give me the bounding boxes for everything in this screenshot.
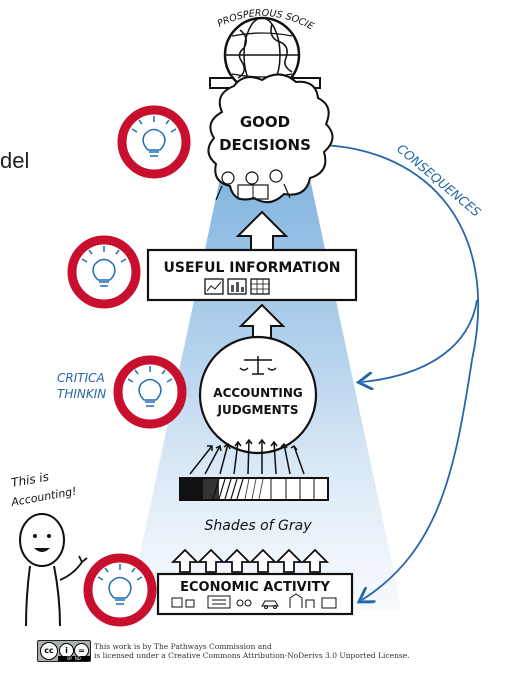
good-label: GOOD: [240, 113, 290, 131]
badge-strip: BY ND: [58, 656, 90, 661]
license-text: This work is by The Pathways Commission …: [94, 642, 410, 660]
consequences-branch-arrow: [362, 299, 478, 382]
lightbulb-icon: [127, 366, 173, 407]
creative-commons-badge[interactable]: cc i = BY ND: [37, 640, 91, 662]
decisions-label: DECISIONS: [219, 136, 311, 154]
shades-of-gray-label: Shades of Gray: [205, 518, 313, 534]
lightbulb-ring-judgments: [113, 355, 187, 429]
lightbulb-ring-information: [67, 235, 141, 309]
thinking-label: THINKIN: [57, 387, 106, 401]
good-decisions-cloud: [207, 73, 334, 204]
accounting-judgments-circle: [198, 335, 318, 455]
lightbulb-icon: [97, 564, 143, 605]
shades-of-gray-bar: [179, 477, 329, 501]
judgments-label: JUDGMENTS: [216, 403, 298, 417]
license-line-1: This work is by The Pathways Commission …: [94, 642, 272, 651]
lightbulb-ring-economic: [83, 553, 157, 627]
consequences-curve: [321, 144, 480, 600]
report-icons: [204, 278, 270, 295]
critical-label: CRITICA: [57, 371, 105, 385]
this-is-label: This is: [10, 470, 50, 490]
lightbulb-icon: [81, 246, 127, 287]
consequences-label: CONSEQUENCES: [394, 141, 484, 220]
lightbulb-ring-decisions: [117, 105, 191, 179]
activity-up-arrows: [170, 548, 330, 573]
lightbulb-icon: [131, 116, 177, 157]
economic-activity-label: ECONOMIC ACTIVITY: [180, 580, 330, 595]
cc-icon: cc: [40, 642, 58, 660]
activity-icons: [171, 593, 337, 609]
license-line-2[interactable]: is licensed under a Creative Commons Att…: [94, 651, 410, 660]
stick-figure: [19, 513, 88, 627]
judgment-input-arrows: [189, 438, 305, 475]
scales-icon: [239, 356, 277, 375]
cropped-title-fragment: del: [0, 148, 30, 173]
useful-information-label: USEFUL INFORMATION: [164, 260, 341, 276]
accounting-label: ACCOUNTING: [213, 386, 302, 400]
